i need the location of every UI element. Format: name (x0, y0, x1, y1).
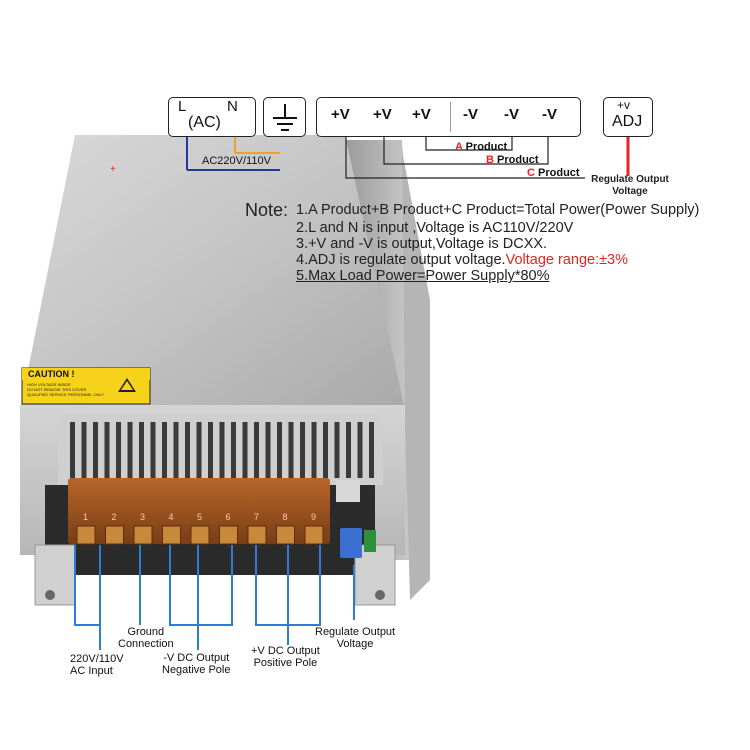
ground-connection-label: Ground Connection (118, 626, 174, 650)
output-divider (450, 102, 451, 132)
terminal-screw (304, 525, 324, 545)
vent-slot (173, 422, 179, 478)
l-label: L (178, 98, 187, 115)
note-line-5: 5.Max Load Power=Power Supply*80% (296, 268, 550, 284)
note-line-3: 3.+V and -V is output,Voltage is DCXX. (296, 236, 548, 252)
vent-slot (162, 422, 167, 478)
vent-slot (150, 422, 156, 478)
vent-slot (311, 422, 317, 478)
output-label-3: +V (412, 106, 431, 123)
adj-box: +v ADJ (603, 97, 653, 137)
product-a-label: A Product (455, 141, 508, 153)
terminal-screw (190, 525, 210, 545)
vent-slot (300, 422, 305, 478)
terminal-screw (133, 525, 153, 545)
negative-pole-label: -V DC Output Negative Pole (162, 652, 231, 676)
vent-slot (93, 422, 98, 478)
ground-icon (273, 104, 297, 131)
terminal-screw (247, 525, 267, 545)
caution-title: CAUTION ! (28, 369, 75, 379)
vent-slot (242, 422, 248, 478)
ac-label: (AC) (188, 114, 221, 131)
svg-text:+: + (110, 164, 116, 175)
top-cover (20, 135, 405, 410)
vent-slot (277, 422, 282, 478)
vent-slot (185, 422, 190, 478)
adj-plus-v: +v (617, 98, 631, 112)
vent-slot (208, 422, 213, 478)
note-line-4: 4.ADJ is regulate output voltage.Voltage… (296, 252, 629, 268)
ground-box (263, 97, 306, 137)
terminal-screw (105, 525, 124, 545)
vent-slots (70, 422, 374, 478)
terminal-number: 4 (168, 512, 174, 522)
output-label-2: +V (373, 106, 392, 123)
terminal-number: 9 (311, 512, 317, 522)
vent-slot (231, 422, 236, 478)
vent-slot (369, 422, 374, 478)
vent-slot (323, 422, 328, 478)
terminal-number: 6 (225, 512, 231, 522)
vent-slot (219, 422, 225, 478)
callout-lines (74, 545, 355, 650)
output-terminals-box: +V +V +V -V -V -V (316, 97, 581, 137)
vent-slot (116, 422, 121, 478)
vent-slot (357, 422, 363, 478)
ac-voltage-label: AC220V/110V (202, 155, 271, 167)
note-label: Note: (245, 200, 289, 220)
ac-input-box: L N (AC) (168, 97, 256, 137)
vent-slot (196, 422, 202, 478)
output-label-1: +V (331, 106, 350, 123)
terminal-number: 1 (83, 512, 89, 522)
terminal-number: 3 (140, 512, 146, 522)
ac-input-label: 220V/110V AC Input (70, 653, 124, 677)
output-label-4: -V (463, 106, 478, 123)
terminal-screw (162, 525, 181, 545)
terminal-screw (219, 525, 238, 545)
adj-label: ADJ (612, 113, 643, 130)
note-line-2: 2.L and N is input ,Voltage is AC110V/22… (296, 220, 574, 236)
vent-slot (334, 422, 340, 478)
product-b-label: B Product (486, 154, 539, 166)
vent-slot (81, 422, 87, 478)
vent-slot (139, 422, 144, 478)
vent-slot (254, 422, 259, 478)
n-label: N (227, 98, 238, 115)
output-label-6: -V (542, 106, 557, 123)
vent-slot (288, 422, 294, 478)
caution-text: HIGH VOLTAGE INSIDE DO NOT REMOVE THIS C… (27, 382, 105, 397)
positive-pole-label: +V DC Output Positive Pole (251, 645, 320, 669)
terminal-number: 5 (197, 512, 203, 522)
mount-tab-left (34, 544, 76, 606)
output-label-5: -V (504, 106, 519, 123)
regulate-output-label: Regulate Output Voltage (591, 174, 669, 197)
vent-slot (346, 422, 351, 478)
terminal-number: 2 (111, 512, 117, 522)
vent-slot (127, 422, 133, 478)
vent-slot (70, 422, 75, 478)
terminal-screw (76, 525, 96, 545)
vent-slot (265, 422, 271, 478)
terminal-screws (76, 525, 324, 545)
vent-slot (104, 422, 110, 478)
regulate-output-voltage-label: Regulate Output Voltage (315, 626, 396, 650)
terminal-number: 8 (282, 512, 288, 522)
product-c-label: C Product (527, 167, 580, 179)
note-line-1: 1.A Product+B Product+C Product=Total Po… (296, 202, 700, 218)
adj-potentiometer (340, 528, 362, 558)
terminal-screw (276, 525, 295, 545)
terminal-number: 7 (254, 512, 260, 522)
